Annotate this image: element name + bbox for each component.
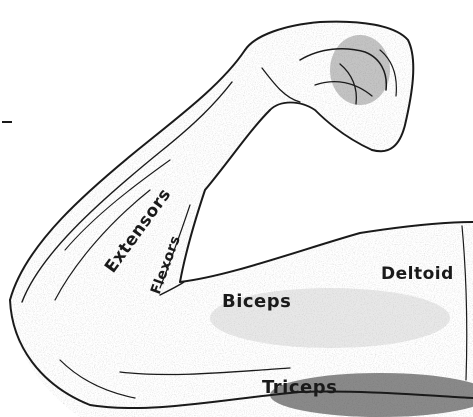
triceps-label: Triceps: [262, 377, 337, 398]
biceps-label: Biceps: [222, 291, 291, 312]
deltoid-label: Deltoid: [381, 264, 454, 284]
